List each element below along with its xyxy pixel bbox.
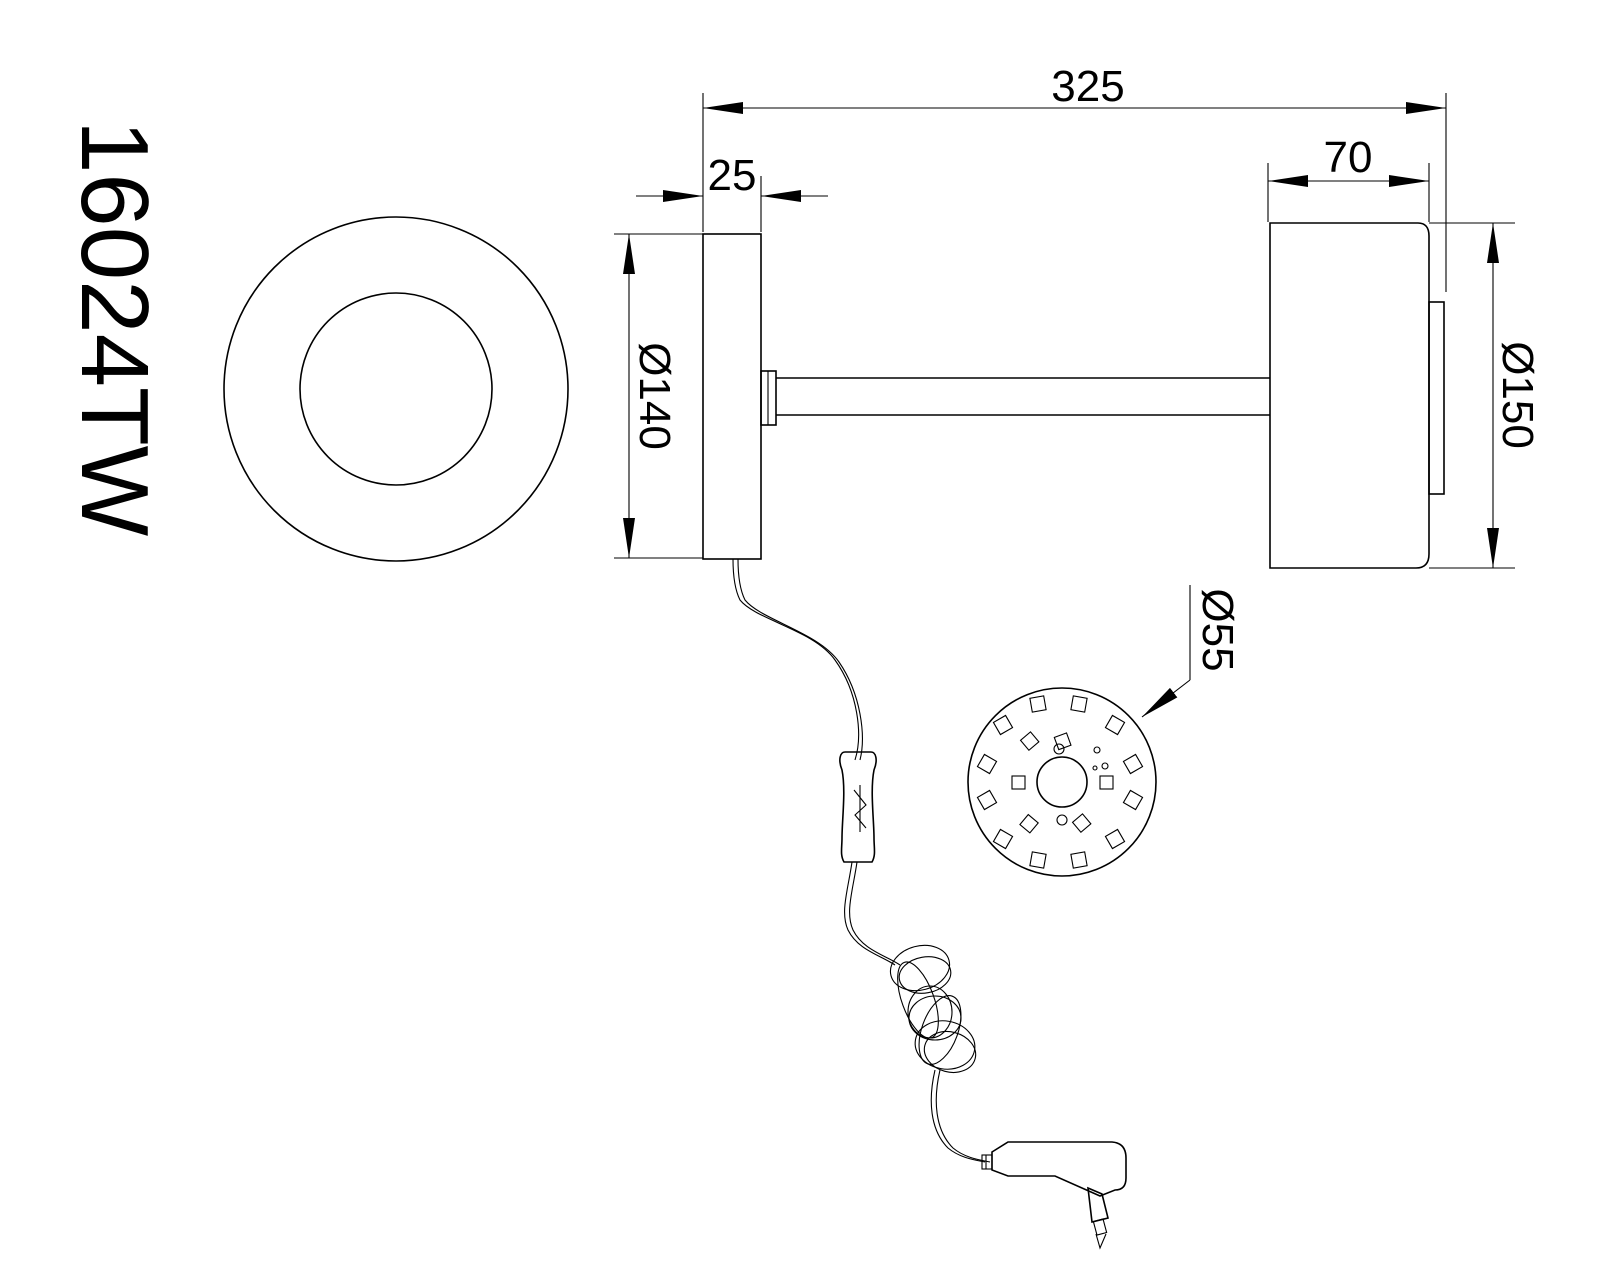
lamp-head [1269,222,1445,569]
model-code: 16024TW [61,120,168,537]
front-view [223,216,569,562]
lamp-head-body [1269,222,1430,569]
power-cord [732,558,1127,1250]
led-board-diameter-label: Ø55 [1193,588,1242,671]
inline-switch [839,751,877,863]
wall-base-plate [702,233,777,560]
head-diameter-label: Ø150 [1493,341,1542,449]
led-chips [976,695,1144,869]
overall-length-label: 325 [1051,62,1124,111]
base-plate-body [702,233,762,560]
base-diameter-label: Ø140 [630,342,679,450]
led-board-outline [967,687,1157,877]
front-view-inner-ring [299,292,493,486]
front-view-outer-ring [223,216,569,562]
overall-length-dimension: 325 [702,62,1447,292]
lamp-arm [776,377,1270,416]
led-board-center-hole [1036,756,1088,808]
power-plug [981,1141,1127,1250]
lamp-head-lens [1428,301,1445,495]
head-diameter-dimension: Ø150 [1429,222,1542,569]
coiled-cable [889,944,977,1074]
base-depth-label: 25 [708,151,757,200]
led-board: Ø55 [967,585,1242,877]
head-depth-label: 70 [1324,133,1373,182]
base-depth-dimension: 25 [636,151,828,232]
base-diameter-dimension: Ø140 [614,233,703,559]
head-depth-dimension: 70 [1267,133,1430,222]
